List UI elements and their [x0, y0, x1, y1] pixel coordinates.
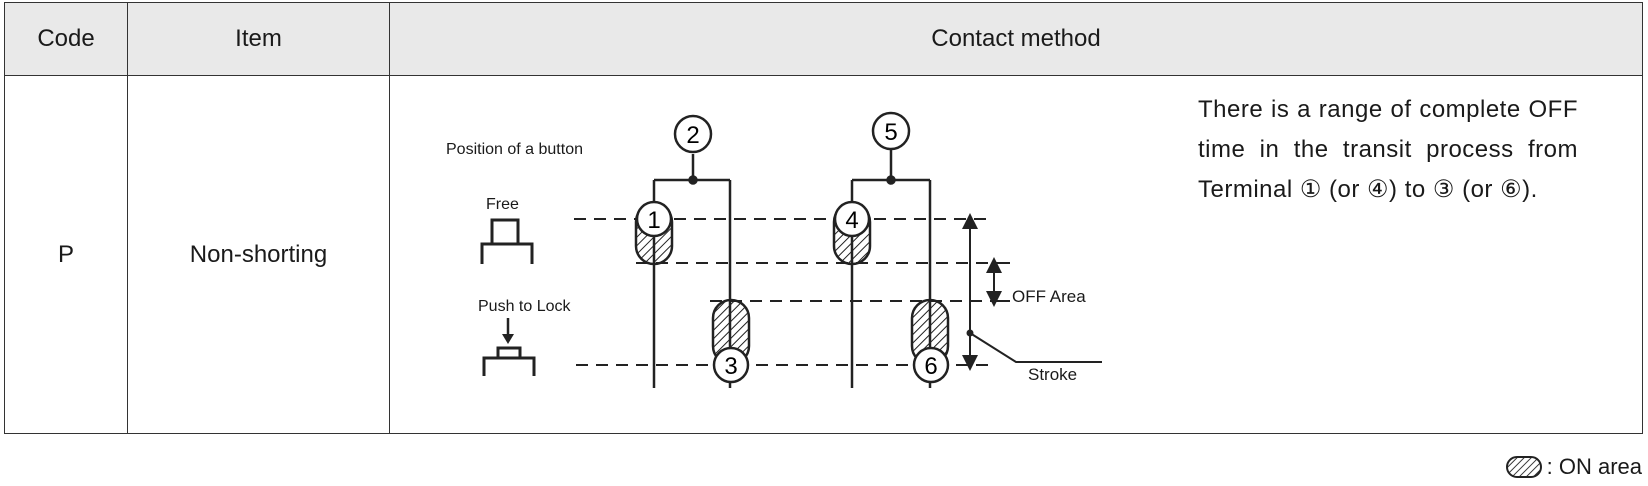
stroke-label: Stroke [1028, 365, 1077, 384]
cell-code: P [4, 75, 128, 434]
terminal-5: 5 [871, 111, 911, 151]
legend: : ON area [1505, 452, 1642, 482]
terminal-4: 4 [833, 200, 871, 238]
free-label: Free [486, 196, 519, 213]
terminal-6: 6 [912, 346, 950, 384]
push-to-lock-label: Push to Lock [478, 298, 572, 315]
on-area-hatch-icon [1505, 456, 1542, 478]
header-item: Item [127, 2, 390, 76]
button-free-icon [480, 218, 534, 264]
cell-contact-method: Position of a button Free Push to Lock O… [389, 75, 1643, 434]
svg-text:6: 6 [924, 353, 937, 380]
svg-text:5: 5 [884, 119, 897, 146]
table-header-row: Code Item Contact method [4, 2, 1643, 76]
terminal-2: 2 [673, 114, 713, 154]
legend-label: : ON area [1546, 454, 1642, 479]
stroke-arrow [962, 213, 1102, 371]
table-row: P Non-shorting Position of a button Free [4, 75, 1643, 434]
contact-method-diagram: Position of a button Free Push to Lock O… [446, 111, 1102, 388]
svg-text:4: 4 [845, 207, 858, 234]
svg-text:2: 2 [686, 122, 699, 149]
push-arrow-icon [502, 318, 514, 344]
contact-spec-table: Code Item Contact method P Non-shorting [4, 2, 1643, 434]
terminal-1: 1 [635, 200, 673, 238]
header-code: Code [4, 2, 128, 76]
terminal-3: 3 [712, 346, 750, 384]
svg-text:3: 3 [724, 353, 737, 380]
off-area-arrow [986, 257, 1010, 307]
button-pushed-icon [482, 346, 536, 376]
position-title: Position of a button [446, 141, 583, 158]
cell-item: Non-shorting [127, 75, 390, 434]
contact-description: There is a range of complete OFF time in… [1198, 96, 1578, 203]
off-area-label: OFF Area [1012, 287, 1086, 306]
svg-text:1: 1 [647, 207, 660, 234]
header-contact-method: Contact method [389, 2, 1643, 76]
